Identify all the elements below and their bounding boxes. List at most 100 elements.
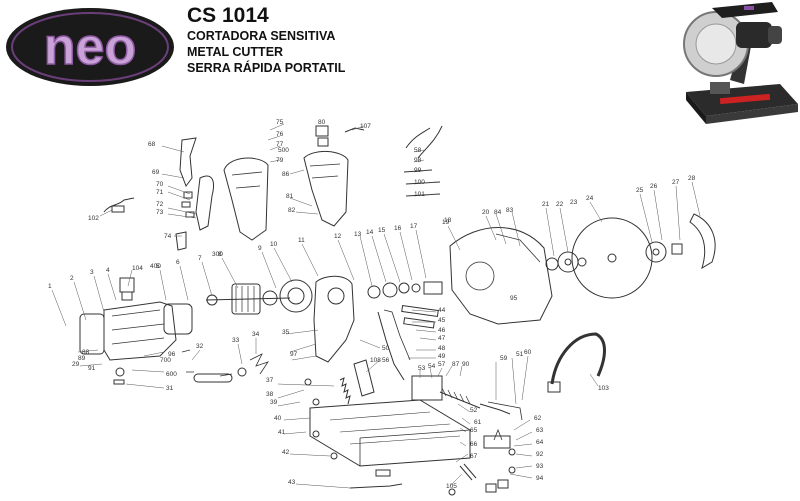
part-label: 51 <box>516 351 524 358</box>
part-label: 500 <box>278 147 289 154</box>
part-label: 89 <box>78 355 86 362</box>
part-label: 53 <box>418 365 426 372</box>
part-label: 6 <box>176 259 180 266</box>
switch-cable <box>344 127 365 133</box>
part-label: 45 <box>438 317 446 324</box>
part-label: 13 <box>354 231 362 238</box>
part-label: 8 <box>218 251 222 258</box>
part-label: 94 <box>536 475 544 482</box>
part-label: 15 <box>378 227 386 234</box>
part-label: 31 <box>166 385 174 392</box>
part-label: 77 <box>276 141 284 148</box>
vise-jaw <box>411 375 443 401</box>
part-label: 19 <box>442 219 450 226</box>
part-label: 11 <box>298 237 305 244</box>
part-label: 104 <box>132 265 143 272</box>
motor-end-cap <box>79 313 105 355</box>
part-label: 70 <box>156 181 164 188</box>
part-label: 34 <box>252 331 260 338</box>
part-label: 100 <box>414 179 425 186</box>
part-label: 18 <box>444 217 452 224</box>
part-label: 64 <box>536 439 544 446</box>
part-label: 57 <box>438 361 446 368</box>
part-label: 83 <box>506 207 514 214</box>
part-label: 38 <box>266 391 274 398</box>
handle-half-right <box>303 151 349 227</box>
part-label: 32 <box>196 343 204 350</box>
cable-clip <box>195 175 214 231</box>
gear-case <box>313 275 355 363</box>
blade-guard <box>449 227 553 325</box>
part-label: 93 <box>536 463 544 470</box>
part-label: 22 <box>556 201 564 208</box>
part-label: 39 <box>270 399 278 406</box>
spring-rod <box>405 127 431 149</box>
subtitle-spanish: CORTADORA SENSITIVA <box>187 29 336 43</box>
part-label: 79 <box>276 157 284 164</box>
part-label: 90 <box>462 361 470 368</box>
part-label: 27 <box>672 179 680 186</box>
part-label: 60 <box>524 349 532 356</box>
part-label: 102 <box>88 215 99 222</box>
part-label: 76 <box>276 131 284 138</box>
part-label: 66 <box>470 441 478 448</box>
guard-cover <box>689 213 716 270</box>
part-label: 33 <box>232 337 240 344</box>
part-label: 40 <box>274 415 282 422</box>
part-label: 400 <box>150 263 161 270</box>
logo-wordmark: neo <box>44 18 136 76</box>
neo-logo: neo <box>6 8 174 86</box>
handle-half-left <box>223 157 269 241</box>
part-label: 49 <box>438 353 446 360</box>
part-label: 600 <box>166 371 177 378</box>
part-label: 92 <box>536 451 544 458</box>
part-label: 61 <box>474 419 482 426</box>
part-label: 73 <box>156 209 164 216</box>
product-photo <box>672 0 800 140</box>
part-label: 71 <box>156 189 164 196</box>
part-label: 44 <box>438 307 446 314</box>
part-label: 99 <box>414 167 422 174</box>
motor-housing <box>103 301 177 361</box>
switch <box>315 125 329 137</box>
part-label: 46 <box>438 327 446 334</box>
part-label: 29 <box>72 361 80 368</box>
part-label: 82 <box>288 207 296 214</box>
saw-base <box>309 399 471 467</box>
part-label: 63 <box>536 427 544 434</box>
part-label: 24 <box>586 195 594 202</box>
part-label: 37 <box>266 377 274 384</box>
tube <box>193 373 233 383</box>
power-cord <box>103 197 135 213</box>
part-label: 96 <box>168 351 176 358</box>
part-label: 87 <box>452 361 460 368</box>
part-label: 98 <box>414 157 422 164</box>
title-block: CS 1014 CORTADORA SENSITIVA METAL CUTTER… <box>187 4 345 76</box>
part-label: 4 <box>106 267 110 274</box>
part-label: 68 <box>148 141 156 148</box>
part-label: 21 <box>542 201 550 208</box>
part-label: 25 <box>636 187 644 194</box>
part-label: 12 <box>334 233 342 240</box>
part-label: 72 <box>156 201 164 208</box>
part-label: 107 <box>360 123 371 130</box>
cutting-disc <box>571 217 653 299</box>
part-label: 52 <box>470 407 478 414</box>
part-label: 69 <box>152 169 160 176</box>
part-label: 97 <box>290 351 298 358</box>
part-label: 700 <box>160 357 171 364</box>
vise-screw <box>439 391 481 409</box>
side-handle <box>550 332 606 385</box>
part-label: 88 <box>82 349 90 356</box>
part-label: 16 <box>394 225 402 232</box>
subtitle-english: METAL CUTTER <box>187 45 284 59</box>
part-label: 3 <box>90 269 94 276</box>
model-number: CS 1014 <box>187 4 269 27</box>
part-label: 86 <box>282 171 290 178</box>
part-label: 20 <box>482 209 490 216</box>
part-label: 74 <box>164 233 172 240</box>
part-label: 108 <box>370 357 381 364</box>
pivot-spring <box>339 377 351 405</box>
brush-holder <box>119 277 135 293</box>
